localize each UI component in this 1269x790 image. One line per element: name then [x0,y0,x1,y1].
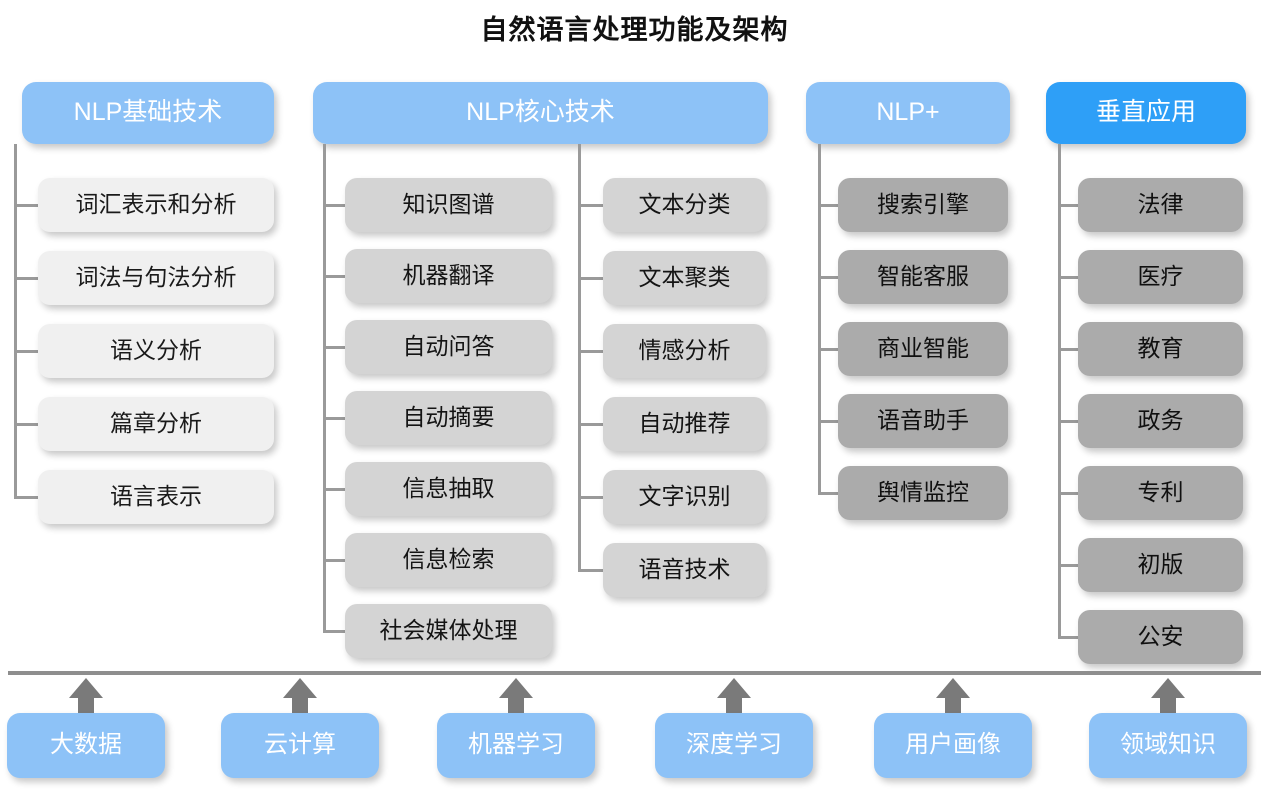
connector-branch [578,496,603,499]
connector-branch [578,277,603,280]
connector-branch [323,630,345,633]
connector-branch [1058,348,1078,351]
connector-branch [818,492,838,495]
connector-branch [1058,276,1078,279]
connector-branch [323,559,345,562]
foundation-node-0[interactable]: 大数据 [7,713,165,778]
page-title: 自然语言处理功能及架构 [480,15,789,45]
connector-branch [323,275,345,278]
foundation-node-2[interactable]: 机器学习 [437,713,595,778]
node-vertical-apps-1[interactable]: 医疗 [1078,250,1243,304]
node-nlp-core-3[interactable]: 自动摘要 [345,391,552,445]
node-nlp-basic-3[interactable]: 篇章分析 [38,397,274,451]
node-nlp-core-5[interactable]: 信息检索 [345,533,552,587]
arrow-head-icon [283,678,317,698]
connector-branch [818,348,838,351]
node-nlp-core-4[interactable]: 文字识别 [603,470,766,524]
node-nlp-core-3[interactable]: 自动推荐 [603,397,766,451]
column-header-nlp-basic[interactable]: NLP基础技术 [22,82,274,144]
foundation-node-1[interactable]: 云计算 [221,713,379,778]
foundation-node-3[interactable]: 深度学习 [655,713,813,778]
connector-branch [818,204,838,207]
connector-branch [578,423,603,426]
connector-branch [323,417,345,420]
node-nlp-basic-2[interactable]: 语义分析 [38,324,274,378]
node-vertical-apps-3[interactable]: 政务 [1078,394,1243,448]
arrow-head-icon [936,678,970,698]
connector-branch [14,423,38,426]
connector-branch [578,569,603,572]
connector-branch [818,276,838,279]
node-nlp-plus-4[interactable]: 舆情监控 [838,466,1008,520]
node-nlp-core-4[interactable]: 信息抽取 [345,462,552,516]
arrow-head-icon [69,678,103,698]
node-vertical-apps-2[interactable]: 教育 [1078,322,1243,376]
connector-branch [578,204,603,207]
connector-branch [14,277,38,280]
node-nlp-plus-0[interactable]: 搜索引擎 [838,178,1008,232]
connector-branch [818,420,838,423]
connector-branch [1058,636,1078,639]
arrow-head-icon [499,678,533,698]
connector-branch [323,204,345,207]
node-nlp-basic-1[interactable]: 词法与句法分析 [38,251,274,305]
connector-branch [323,346,345,349]
connector-trunk-nlp-core-1 [578,144,581,570]
connector-trunk-nlp-plus-0 [818,144,821,493]
node-nlp-core-0[interactable]: 知识图谱 [345,178,552,232]
node-nlp-core-2[interactable]: 情感分析 [603,324,766,378]
node-vertical-apps-0[interactable]: 法律 [1078,178,1243,232]
connector-branch [1058,420,1078,423]
foundation-divider-line [8,671,1261,675]
node-nlp-core-0[interactable]: 文本分类 [603,178,766,232]
node-nlp-core-6[interactable]: 社会媒体处理 [345,604,552,658]
connector-branch [14,496,38,499]
column-header-nlp-plus[interactable]: NLP+ [806,82,1010,144]
node-nlp-plus-2[interactable]: 商业智能 [838,322,1008,376]
connector-branch [14,350,38,353]
node-nlp-basic-4[interactable]: 语言表示 [38,470,274,524]
node-nlp-plus-3[interactable]: 语音助手 [838,394,1008,448]
column-header-vertical-apps[interactable]: 垂直应用 [1046,82,1246,144]
connector-trunk-vertical-apps-0 [1058,144,1061,637]
connector-trunk-nlp-core-0 [323,144,326,631]
connector-branch [1058,492,1078,495]
connector-branch [1058,204,1078,207]
connector-branch [1058,564,1078,567]
node-nlp-plus-1[interactable]: 智能客服 [838,250,1008,304]
node-nlp-core-1[interactable]: 机器翻译 [345,249,552,303]
node-nlp-core-1[interactable]: 文本聚类 [603,251,766,305]
node-nlp-core-5[interactable]: 语音技术 [603,543,766,597]
connector-branch [14,204,38,207]
connector-trunk-nlp-basic-0 [14,144,17,497]
connector-branch [323,488,345,491]
node-nlp-basic-0[interactable]: 词汇表示和分析 [38,178,274,232]
node-vertical-apps-4[interactable]: 专利 [1078,466,1243,520]
arrow-head-icon [717,678,751,698]
connector-branch [578,350,603,353]
foundation-node-5[interactable]: 领域知识 [1089,713,1247,778]
column-header-nlp-core[interactable]: NLP核心技术 [313,82,768,144]
node-nlp-core-2[interactable]: 自动问答 [345,320,552,374]
arrow-head-icon [1151,678,1185,698]
node-vertical-apps-5[interactable]: 初版 [1078,538,1243,592]
node-vertical-apps-6[interactable]: 公安 [1078,610,1243,664]
foundation-node-4[interactable]: 用户画像 [874,713,1032,778]
